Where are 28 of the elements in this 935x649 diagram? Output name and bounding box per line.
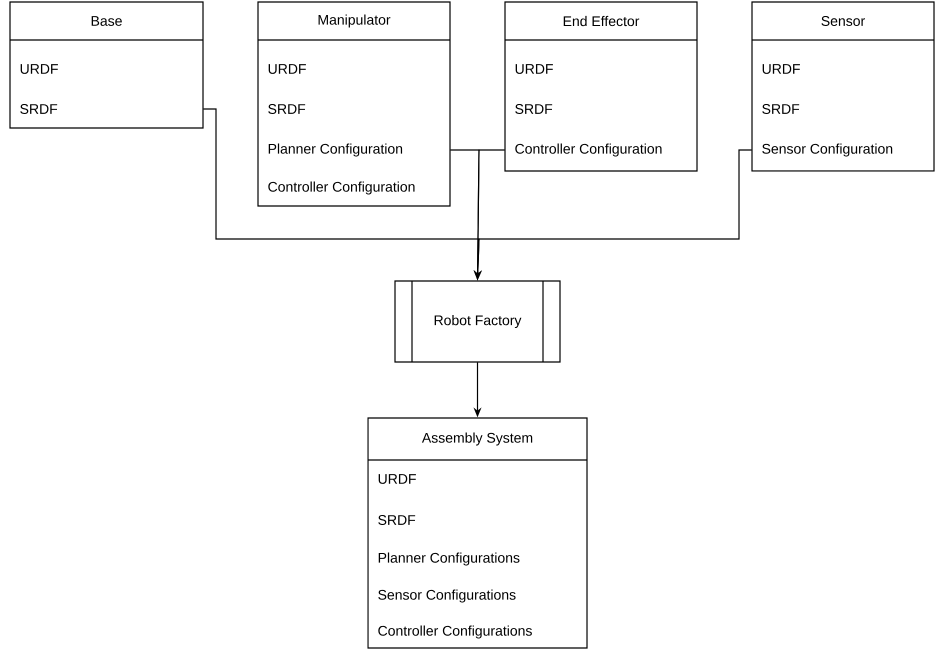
class-box <box>367 417 588 649</box>
field-text: Controller Configuration <box>515 143 662 157</box>
field-text: URDF <box>378 474 416 484</box>
field-text: URDF <box>516 64 553 74</box>
field-text: URDF <box>20 64 58 74</box>
field-text: SRDF <box>515 104 552 114</box>
field-text: Controller Configurations <box>378 625 532 639</box>
box-title: Assembly System <box>422 432 532 446</box>
class-box <box>504 1 698 172</box>
field-text: URDF <box>762 64 800 74</box>
class-box <box>9 1 204 129</box>
field-text: Sensor Configuration <box>762 143 892 157</box>
process-box: Robot Factory <box>394 280 561 363</box>
box-title: Base <box>92 16 122 26</box>
field-text: SRDF <box>20 104 58 114</box>
field-text: URDF <box>268 64 306 74</box>
class-box <box>751 1 935 172</box>
field-text: SRDF <box>762 104 800 114</box>
field-text: SRDF <box>268 104 306 114</box>
field-text: SRDF <box>378 515 416 525</box>
class-box <box>257 1 451 207</box>
field-text: Planner Configurations <box>378 552 520 566</box>
box-title: End Effector <box>564 16 640 26</box>
field-text: Sensor Configurations <box>378 589 516 603</box>
field-text: Planner Configuration <box>268 143 402 157</box>
box-title: Sensor <box>821 16 865 26</box>
box-title: Manipulator <box>318 14 390 28</box>
field-text: Controller Configuration <box>268 181 415 195</box>
